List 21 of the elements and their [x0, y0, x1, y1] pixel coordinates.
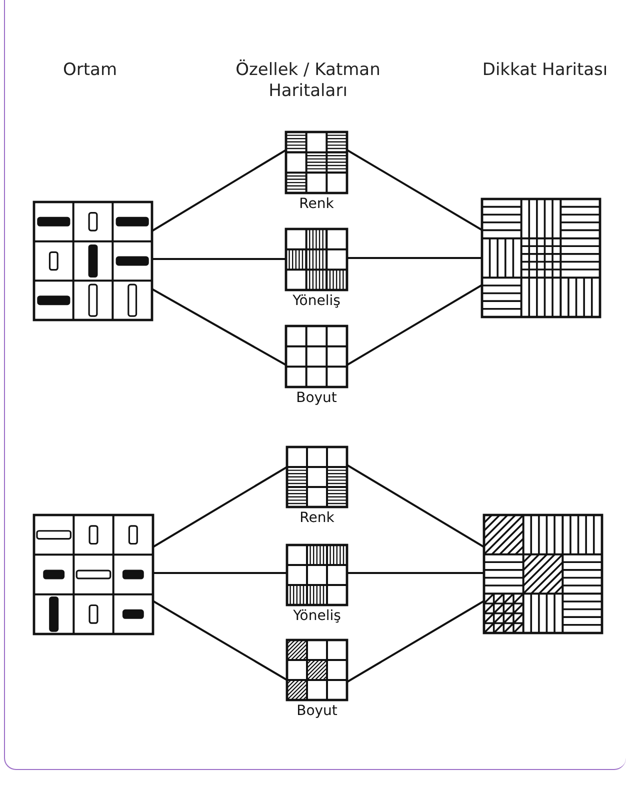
map-label: Boyut: [296, 390, 337, 406]
column-heading: Dikkat Haritası: [481, 60, 609, 81]
map-label: Renk: [300, 510, 334, 526]
connector-line: [152, 466, 288, 548]
connector-line: [152, 600, 288, 681]
map-label: Yöneliş: [292, 293, 340, 309]
connector-line: [152, 288, 286, 366]
map-label: Renk: [299, 196, 334, 212]
connector-line: [346, 149, 482, 231]
connector-line: [346, 464, 485, 548]
connector-line: [347, 572, 484, 574]
column-heading: Ortam: [62, 60, 118, 81]
connector-line: [151, 149, 287, 232]
connector-line: [347, 257, 482, 259]
map-label: Yöneliş: [293, 608, 341, 624]
column-heading: Özellek / Katman Haritaları: [234, 60, 382, 102]
connector-line: [346, 600, 485, 683]
connector-line: [152, 258, 286, 260]
connector-line: [346, 284, 482, 366]
map-label: Boyut: [296, 703, 338, 719]
connector-line: [153, 572, 287, 574]
